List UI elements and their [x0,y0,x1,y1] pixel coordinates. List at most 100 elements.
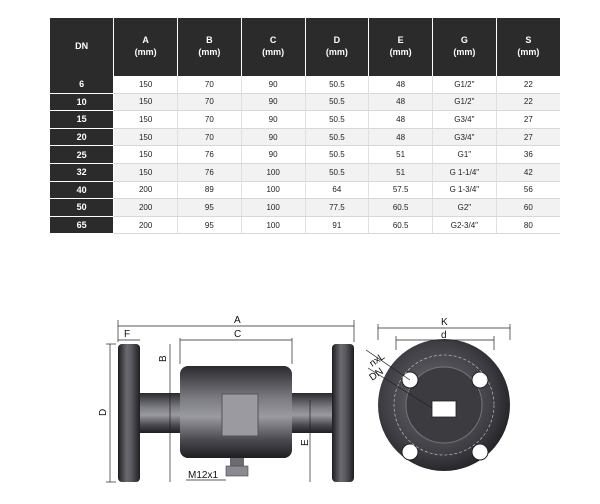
column-header-name: DN [75,41,89,52]
column-header-s: S(mm) [496,18,560,76]
table-cell: 22 [496,93,560,112]
technical-drawing: A C F B D E M12x1 K d nxL DN [98,315,511,483]
table-cell: 150 [113,163,178,182]
left-flange [118,344,140,482]
table-cell: 200 [113,216,178,235]
row-dn-cell: 6 [50,76,115,94]
column-header-name: S [525,35,532,46]
table-cell: 36 [496,145,560,164]
bolt-hole-tr [471,371,489,389]
column-header-unit: (mm) [517,47,540,57]
column-header-g: G(mm) [432,18,497,76]
column-header-unit: (mm) [262,47,285,57]
table-cell: G3/4" [432,110,497,129]
table-cell: 70 [177,110,242,129]
front-view [378,339,510,471]
center-bore [431,400,457,418]
dim-label-k: K [441,317,448,328]
table-cell: 48 [368,76,433,94]
table-cell: 76 [177,145,242,164]
table-cell: 48 [368,128,433,147]
column-header-c: C(mm) [241,18,306,76]
dim-label-e: E [300,439,311,446]
column-header-unit: (mm) [453,47,476,57]
left-neck [140,393,180,433]
table-cell: 48 [368,93,433,112]
table-cell: 150 [113,76,178,94]
bolt-hole-br [471,443,489,461]
table-cell: 150 [113,128,178,147]
table-cell: 70 [177,128,242,147]
table-cell: 22 [496,76,560,94]
table-cell: 27 [496,110,560,129]
table-cell: 70 [177,76,242,94]
column-header-name: D [333,35,341,46]
table-cell: 90 [241,110,306,129]
connector-thread [225,465,249,477]
table-cell: 48 [368,110,433,129]
table-cell: 90 [241,76,306,94]
table-cell: 27 [496,128,560,147]
table-cell: 95 [177,198,242,217]
row-dn-cell: 40 [50,181,115,200]
table-cell: 91 [305,216,370,235]
table-cell: 60 [496,198,560,217]
column-header-unit: (mm) [198,47,221,57]
right-flange [332,344,354,482]
dim-label-thread: M12x1 [188,470,218,481]
table-cell: 64 [305,181,370,200]
table-cell: 150 [113,93,178,112]
table-cell: 100 [241,198,306,217]
sensor-window [221,393,259,437]
row-dn-cell: 15 [50,110,115,129]
table-cell: 50.5 [305,128,370,147]
column-header-name: C [269,35,277,46]
pitch-circle [393,354,495,456]
bolt-hole-bl [401,443,419,461]
column-header-d: D(mm) [305,18,370,76]
row-dn-cell: 25 [50,145,115,164]
column-header-e: E(mm) [368,18,433,76]
table-cell: 90 [241,145,306,164]
column-header-name: A [142,35,149,46]
dim-label-a: A [234,315,241,326]
table-cell: 200 [113,198,178,217]
table-cell: G2-3/4" [432,216,497,235]
right-neck [292,393,332,433]
table-cell: 76 [177,163,242,182]
column-header-name: B [206,35,213,46]
table-cell: 51 [368,145,433,164]
dim-label-b: B [158,355,169,362]
table-cell: 50.5 [305,76,370,94]
table-cell: 150 [113,110,178,129]
column-header-unit: (mm) [134,47,157,57]
row-dn-cell: 10 [50,93,115,112]
dim-label-f: F [124,329,130,340]
column-header-unit: (mm) [389,47,412,57]
table-cell: 100 [241,163,306,182]
table-cell: 51 [368,163,433,182]
table-cell: 60.5 [368,216,433,235]
table-cell: 60.5 [368,198,433,217]
table-cell: G1/2" [432,93,497,112]
dim-label-d: D [98,409,109,416]
table-cell: G 1-1/4" [432,163,497,182]
table-cell: 42 [496,163,560,182]
table-cell: 77.5 [305,198,370,217]
table-cell: G1" [432,145,497,164]
row-dn-cell: 50 [50,198,115,217]
column-header-dn: DN [50,18,115,76]
table-cell: 50.5 [305,93,370,112]
table-cell: 57.5 [368,181,433,200]
side-view [118,344,354,482]
table-cell: 70 [177,93,242,112]
column-header-a: A(mm) [113,18,178,76]
